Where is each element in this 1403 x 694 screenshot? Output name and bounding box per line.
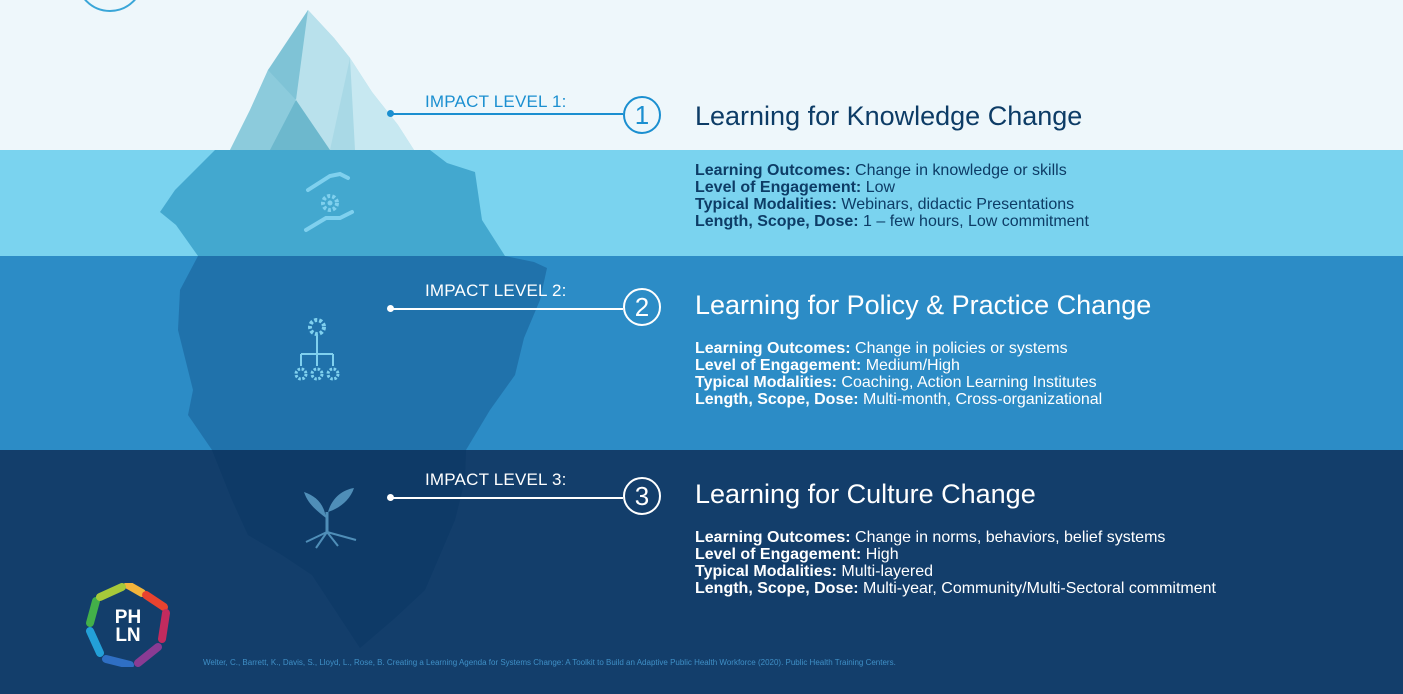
level-2-details: Learning Outcomes: Change in policies or… <box>695 340 1102 408</box>
phln-logo: PH LN <box>86 583 170 667</box>
detail-row: Learning Outcomes: Change in knowledge o… <box>695 162 1067 179</box>
detail-row: Level of Engagement: High <box>695 546 899 563</box>
connector-dot-1 <box>387 110 394 117</box>
iceberg-illustration <box>160 10 547 648</box>
level-3-title: Learning for Culture Change <box>695 479 1036 509</box>
level-1-title: Learning for Knowledge Change <box>695 101 1083 131</box>
detail-row: Learning Outcomes: Change in policies or… <box>695 340 1068 357</box>
sprout-roots-icon <box>304 488 357 549</box>
connector-line-1 <box>391 113 623 115</box>
detail-row: Typical Modalities: Coaching, Action Lea… <box>695 374 1097 391</box>
corner-logo-icon <box>84 0 136 12</box>
detail-row: Typical Modalities: Webinars, didactic P… <box>695 196 1075 213</box>
sky-band <box>0 0 1403 150</box>
impact-level-1-label: IMPACT LEVEL 1: <box>425 92 567 111</box>
level-1-details: Learning Outcomes: Change in knowledge o… <box>695 162 1089 230</box>
level-1-number-circle: 1 <box>623 96 661 134</box>
detail-row: Typical Modalities: Multi-layered <box>695 563 933 580</box>
connector-dot-2 <box>387 305 394 312</box>
detail-row: Level of Engagement: Low <box>695 179 896 196</box>
citation-text: Welter, C., Barrett, K., Davis, S., Lloy… <box>203 658 896 667</box>
impact-level-2-label: IMPACT LEVEL 2: <box>425 281 567 300</box>
gear-hierarchy-icon <box>294 318 340 381</box>
handshake-gear-icon <box>304 171 354 232</box>
connector-dot-3 <box>387 494 394 501</box>
connector-line-3 <box>391 497 623 499</box>
detail-row: Length, Scope, Dose: 1 – few hours, Low … <box>695 213 1089 230</box>
level-2-number-circle: 2 <box>623 288 661 326</box>
level-2-title: Learning for Policy & Practice Change <box>695 290 1152 320</box>
level-3-details: Learning Outcomes: Change in norms, beha… <box>695 529 1216 597</box>
detail-row: Length, Scope, Dose: Multi-year, Communi… <box>695 580 1216 597</box>
impact-level-3-label: IMPACT LEVEL 3: <box>425 470 567 489</box>
detail-row: Learning Outcomes: Change in norms, beha… <box>695 529 1166 546</box>
detail-row: Level of Engagement: Medium/High <box>695 357 960 374</box>
level-3-number-circle: 3 <box>623 477 661 515</box>
detail-row: Length, Scope, Dose: Multi-month, Cross-… <box>695 391 1103 408</box>
logo-line-2: LN <box>115 625 140 646</box>
logo-line-1: PH <box>115 607 141 628</box>
connector-line-2 <box>391 308 623 310</box>
